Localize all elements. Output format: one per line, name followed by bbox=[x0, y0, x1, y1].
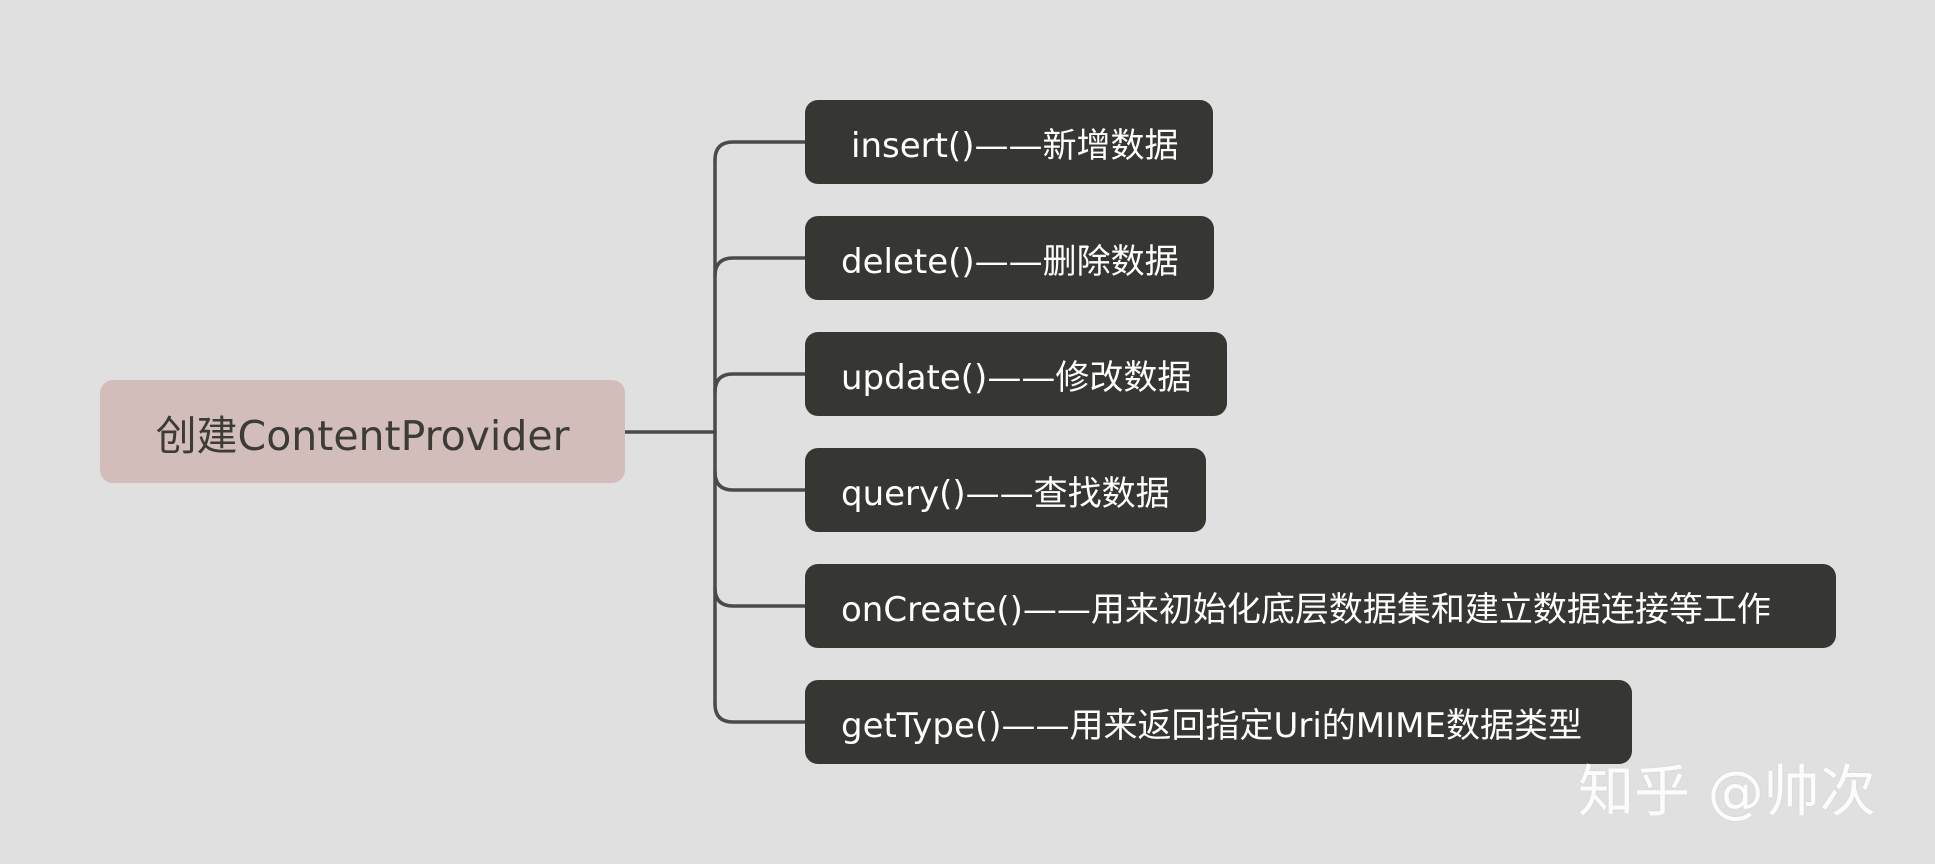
branch-node-query: query()——查找数据 bbox=[805, 448, 1206, 532]
watermark: 知乎 @帅次 bbox=[1578, 747, 1876, 828]
branch-connector-gettype bbox=[713, 702, 807, 724]
watermark-text: 知乎 @帅次 bbox=[1578, 760, 1876, 825]
branch-node-label: query()——查找数据 bbox=[841, 473, 1170, 514]
branch-node-insert: insert()——新增数据 bbox=[805, 100, 1213, 184]
branch-node-gettype: getType()——用来返回指定Uri的MIME数据类型 bbox=[805, 680, 1632, 764]
branch-node-label: update()——修改数据 bbox=[841, 357, 1192, 398]
branch-node-update: update()——修改数据 bbox=[805, 332, 1227, 416]
branch-node-label: delete()——删除数据 bbox=[841, 241, 1179, 282]
branch-connector-oncreate bbox=[713, 586, 807, 608]
branch-connector-insert bbox=[713, 140, 807, 162]
branch-connector-query bbox=[713, 470, 807, 492]
branch-node-label: insert()——新增数据 bbox=[851, 125, 1179, 166]
branch-node-oncreate: onCreate()——用来初始化底层数据集和建立数据连接等工作 bbox=[805, 564, 1836, 648]
root-node-label: 创建ContentProvider bbox=[155, 411, 570, 460]
root-node: 创建ContentProvider bbox=[100, 380, 625, 483]
branch-node-label: onCreate()——用来初始化底层数据集和建立数据连接等工作 bbox=[841, 589, 1771, 630]
branch-node-delete: delete()——删除数据 bbox=[805, 216, 1214, 300]
branch-connector-delete bbox=[713, 256, 807, 278]
branch-connector-update bbox=[713, 372, 807, 394]
branch-node-label: getType()——用来返回指定Uri的MIME数据类型 bbox=[841, 705, 1582, 746]
